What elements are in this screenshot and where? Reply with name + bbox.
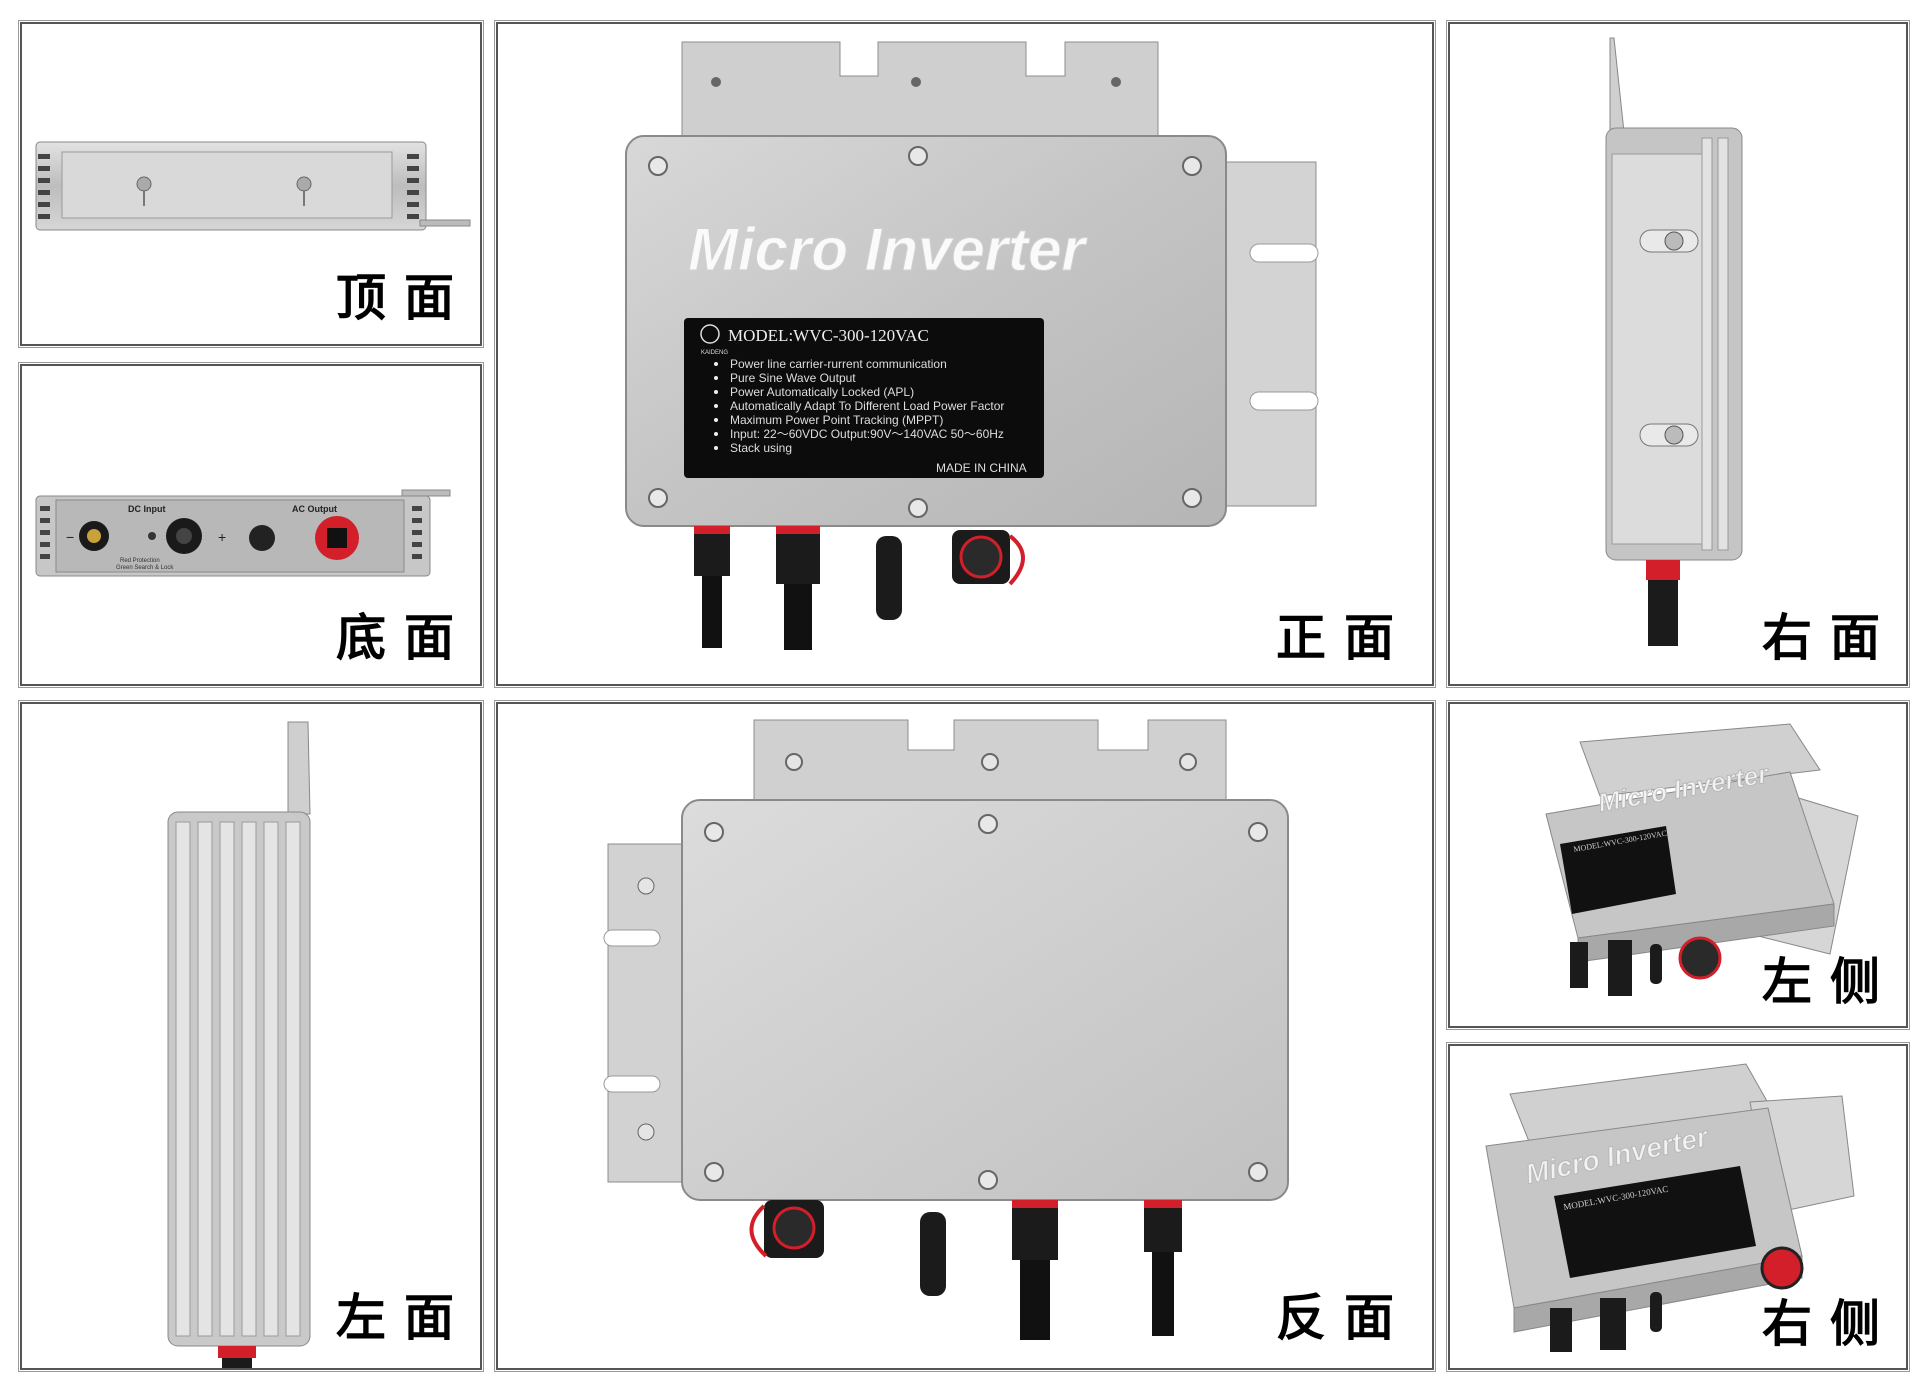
bottom-view-image: DC Input AC Output − + Red Protection Gr… xyxy=(35,489,451,577)
back-dc-connectors xyxy=(1012,1200,1182,1340)
panel-left-side-view: Micro Inverter MODEL:WVC-300-120VAC 左侧 xyxy=(1448,702,1908,1028)
panel-front-view: Micro Inverter KAIDENG MODEL:WVC-300-120… xyxy=(496,22,1434,686)
feature-1: Power line carrier-rurrent communication xyxy=(730,357,947,371)
feature-6: Input: 22～60VDC Output:90V～140VAC 50～60H… xyxy=(730,427,1004,441)
label-right-side: 右侧 xyxy=(1762,1295,1898,1353)
antenna xyxy=(876,536,902,620)
label-top: 顶面 xyxy=(336,269,472,327)
origin-text: MADE IN CHINA xyxy=(936,461,1027,475)
label-right-face: 右面 xyxy=(1762,609,1898,667)
label-back: 反面 xyxy=(1276,1289,1412,1347)
ac-output-text: AC Output xyxy=(292,504,337,514)
note-green-search: Green Search & Lock xyxy=(116,565,174,571)
plus-sign: + xyxy=(218,529,226,545)
label-bottom: 底面 xyxy=(336,609,472,667)
model-text: MODEL:WVC-300-120VAC xyxy=(728,326,929,345)
panel-back-view: 反面 xyxy=(496,702,1434,1370)
product-title: Micro Inverter xyxy=(688,216,1088,283)
label-left-face: 左面 xyxy=(336,1289,472,1347)
back-antenna xyxy=(920,1212,946,1296)
minus-sign: − xyxy=(66,529,74,545)
ac-connector xyxy=(952,530,1025,586)
top-view-image xyxy=(35,141,471,231)
note-red-protection: Red Protection xyxy=(120,558,160,564)
panel-left-face-view: 左面 xyxy=(20,702,482,1370)
feature-4: Automatically Adapt To Different Load Po… xyxy=(730,399,1004,413)
panel-bottom-view: DC Input AC Output − + Red Protection Gr… xyxy=(20,364,482,686)
label-left-side: 左侧 xyxy=(1762,953,1898,1011)
panel-top-view: 顶面 xyxy=(20,22,482,346)
brand-text: KAIDENG xyxy=(701,350,728,356)
left-face-view-image xyxy=(167,721,311,1368)
feature-5: Maximum Power Point Tracking (MPPT) xyxy=(730,413,943,427)
feature-2: Pure Sine Wave Output xyxy=(730,371,856,385)
label-front: 正面 xyxy=(1276,609,1412,667)
back-view-image xyxy=(603,719,1289,1340)
panel-right-face-view: 右面 xyxy=(1448,22,1908,686)
left-side-view-image: Micro Inverter MODEL:WVC-300-120VAC xyxy=(1545,723,1859,996)
front-view-image: Micro Inverter KAIDENG MODEL:WVC-300-120… xyxy=(625,41,1319,650)
right-face-view-image xyxy=(1605,37,1743,646)
back-ac-connector xyxy=(749,1200,824,1258)
right-side-view-image: Micro Inverter MODEL:WVC-300-120VAC xyxy=(1485,1063,1855,1352)
dc-connectors xyxy=(694,526,820,650)
dc-input-text: DC Input xyxy=(128,504,166,514)
feature-7: Stack using xyxy=(730,441,792,455)
panel-right-side-view: Micro Inverter MODEL:WVC-300-120VAC 右侧 xyxy=(1448,1044,1908,1370)
feature-3: Power Automatically Locked (APL) xyxy=(730,385,914,399)
